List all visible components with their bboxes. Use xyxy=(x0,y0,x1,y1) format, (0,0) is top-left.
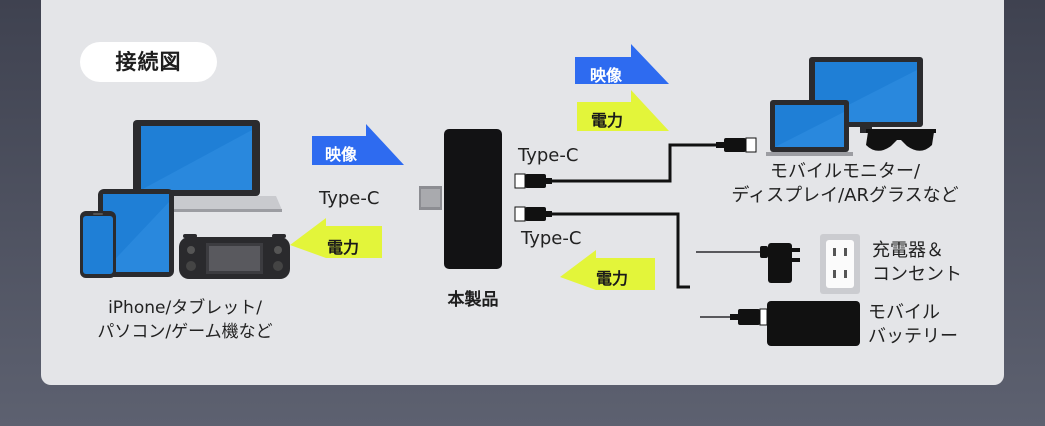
monitor-label: モバイルモニター/ ディスプレイ/ARグラスなど xyxy=(720,160,970,208)
battery-icon xyxy=(700,301,860,346)
game-console-icon xyxy=(179,234,290,279)
power-arrow-left xyxy=(290,218,382,258)
video-tag-left: 映像 xyxy=(325,145,358,164)
monitor-label-line1: モバイルモニター/ xyxy=(769,161,921,182)
type-c-label-right-bottom: Type-C xyxy=(521,228,582,249)
left-devices-label-line2: パソコン/ゲーム機など xyxy=(97,322,273,342)
charger-icon xyxy=(696,243,800,283)
phone-icon xyxy=(80,211,116,278)
power-arrow-bottom-right xyxy=(560,250,655,290)
charger-label: 充電器＆ コンセント xyxy=(872,239,962,287)
type-c-label-right-top: Type-C xyxy=(518,145,579,166)
mobile-monitor-icon xyxy=(766,100,853,156)
video-arrow-left xyxy=(312,124,404,165)
charger-label-line1: 充電器＆ xyxy=(872,240,944,261)
monitor-label-line2: ディスプレイ/ARグラスなど xyxy=(731,185,959,206)
battery-label: モバイル バッテリー xyxy=(868,301,958,349)
power-tag-bottom-right: 電力 xyxy=(596,269,629,288)
battery-label-line1: モバイル xyxy=(868,302,940,323)
video-arrow-right xyxy=(575,44,669,84)
ar-glasses-icon xyxy=(866,129,936,151)
product-label: 本製品 xyxy=(447,290,499,310)
charger-label-line2: コンセント xyxy=(872,264,962,285)
battery-label-line2: バッテリー xyxy=(868,326,958,347)
power-arrow-top-right xyxy=(577,90,669,131)
left-devices-label-line1: iPhone/タブレット/ xyxy=(108,298,262,318)
cable-to-monitor xyxy=(514,137,757,189)
product-hub-icon xyxy=(419,129,502,269)
outlet-icon xyxy=(820,234,860,294)
type-c-label-left: Type-C xyxy=(319,188,380,209)
video-tag-right: 映像 xyxy=(590,66,623,85)
diagram-title: 接続図 xyxy=(80,42,217,82)
power-tag-top-right: 電力 xyxy=(591,111,624,130)
left-devices-label: iPhone/タブレット/ パソコン/ゲーム機など xyxy=(70,296,300,344)
cable-to-power xyxy=(514,206,690,289)
power-tag-left: 電力 xyxy=(327,238,360,257)
